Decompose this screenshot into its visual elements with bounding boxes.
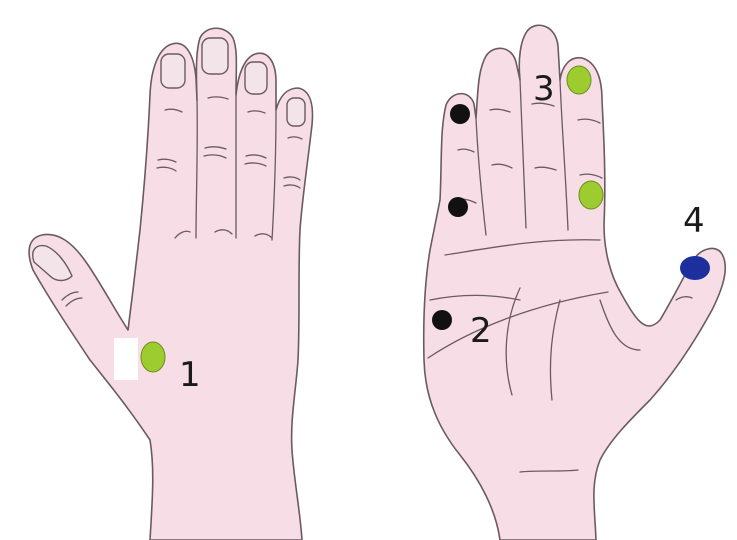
left-nail-little [287,98,305,126]
left-nail-ring [245,62,267,94]
left-nail-index [161,54,185,88]
green-point-3-upper[interactable] [567,66,591,94]
green-point-3-lower[interactable] [579,181,603,209]
label-1: 1 [179,355,201,395]
label-2: 2 [470,311,492,351]
black-point-2[interactable] [432,310,452,330]
label-4: 4 [683,201,705,241]
black-point-upper[interactable] [450,104,470,124]
black-point-middle[interactable] [448,197,468,217]
blue-point-4[interactable] [680,256,710,280]
label-3: 3 [533,69,555,109]
green-point-1[interactable] [141,342,165,372]
point-1-marker-patch [114,338,138,380]
left-nail-middle [202,38,228,74]
